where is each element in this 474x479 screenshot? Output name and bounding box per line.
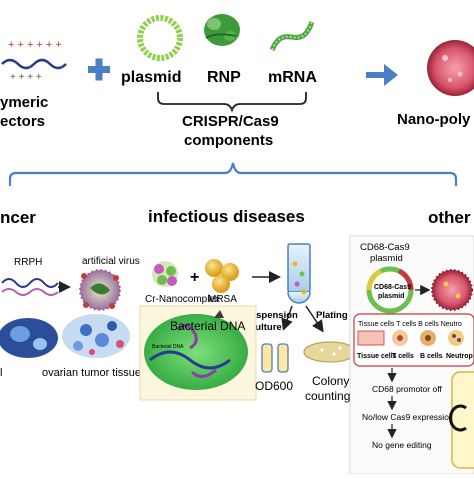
component-mrna: mRNA <box>268 69 317 86</box>
rrph-polymer-icon <box>1 278 59 296</box>
plasmid-title-2: plasmid <box>370 253 403 264</box>
plating-arrow <box>305 305 324 333</box>
plus-sign-icon <box>88 58 110 81</box>
other-title: other <box>428 208 471 227</box>
cr-nanocomplex-icon <box>152 261 178 287</box>
suspension-label-1: Suspension <box>244 310 298 321</box>
od-tubes-icon <box>261 343 289 373</box>
cell-types-box <box>353 313 474 367</box>
nano-polyplex-label: Nano-poly <box>397 111 471 128</box>
suspension-arrow <box>281 305 293 331</box>
artificial-virus-icon <box>79 269 121 311</box>
step-no-editing: No gene editing <box>372 440 432 450</box>
infectious-title: infectious diseases <box>148 207 305 226</box>
cancer-stub-label: l <box>0 367 2 379</box>
od600-label: OD600 <box>255 379 293 393</box>
cancer-title: ncer <box>0 208 36 227</box>
bacterial-dna-panel <box>139 305 257 401</box>
brace-label-1: CRISPR/Cas9 <box>182 113 279 130</box>
polymeric-vectors-label-1: ymeric <box>0 94 48 111</box>
colony-label-1: Colony <box>312 374 349 388</box>
petri-dish-icon <box>303 341 357 363</box>
cell-types-icons <box>357 330 464 346</box>
polymer-chain-icon: + + + + + + + + + + <box>1 39 67 83</box>
cell-types-header: Tissue cells T cells B cells Neutro <box>358 321 462 328</box>
components-brace <box>157 92 307 113</box>
ovarian-tissue-label: ovarian tumor tissues <box>42 367 147 379</box>
plasmid-inner-2: plasmid <box>378 293 404 300</box>
right-arrow-icon <box>366 64 398 86</box>
mrna-icon <box>269 21 315 52</box>
cr-nanocomplex-label: Cr-Nanocomplex <box>145 294 220 305</box>
suspension-label-2: culture <box>250 322 282 333</box>
test-tube-icon <box>287 243 311 304</box>
plating-label: Plating <box>316 310 348 321</box>
step-cd68-off: CD68 promotor off <box>372 384 442 394</box>
brace-label-2: components <box>184 132 273 149</box>
polymeric-vectors-label-2: ectors <box>0 113 45 130</box>
right-yellow-glyph <box>448 404 467 432</box>
cell-label-b: B cells <box>420 353 443 360</box>
cell-label-tissue: Tissue cells <box>357 353 397 360</box>
bacterial-dna-label: Bacterial DNA <box>170 319 245 333</box>
plasmid-title-1: CD68-Cas9 <box>360 242 410 253</box>
svg-text:+ + + +: + + + + <box>10 72 42 83</box>
nano-polyplex-icon <box>427 40 474 96</box>
tumor-cluster-icon <box>0 314 130 358</box>
svg-text:+ + + + + +: + + + + + + <box>8 39 62 51</box>
artificial-virus-label: artificial virus <box>82 256 140 267</box>
cell-label-neutro: Neutrop <box>446 353 473 360</box>
mrsa-label: MRSA <box>208 294 237 305</box>
cd68-plasmid-icon <box>366 266 414 314</box>
mrsa-icon <box>205 259 239 293</box>
plus-small: + <box>190 269 199 286</box>
other-nano-icon <box>431 269 473 311</box>
bacterial-dna-small-label: Bacterial DNA <box>152 344 184 350</box>
cell-label-t: T cells <box>392 353 414 360</box>
plasmid-icon <box>137 15 183 61</box>
section-brace <box>8 162 458 186</box>
plasmid-inner-1: CD68-Cas9 <box>374 284 411 291</box>
component-rnp: RNP <box>207 69 241 86</box>
rrph-label: RRPH <box>14 257 42 268</box>
step-low-cas9: No/low Cas9 expression <box>362 412 454 422</box>
component-plasmid: plasmid <box>121 69 181 86</box>
right-yellow-box <box>451 371 474 469</box>
colony-label-2: counting <box>305 389 350 403</box>
rnp-icon <box>204 14 240 46</box>
